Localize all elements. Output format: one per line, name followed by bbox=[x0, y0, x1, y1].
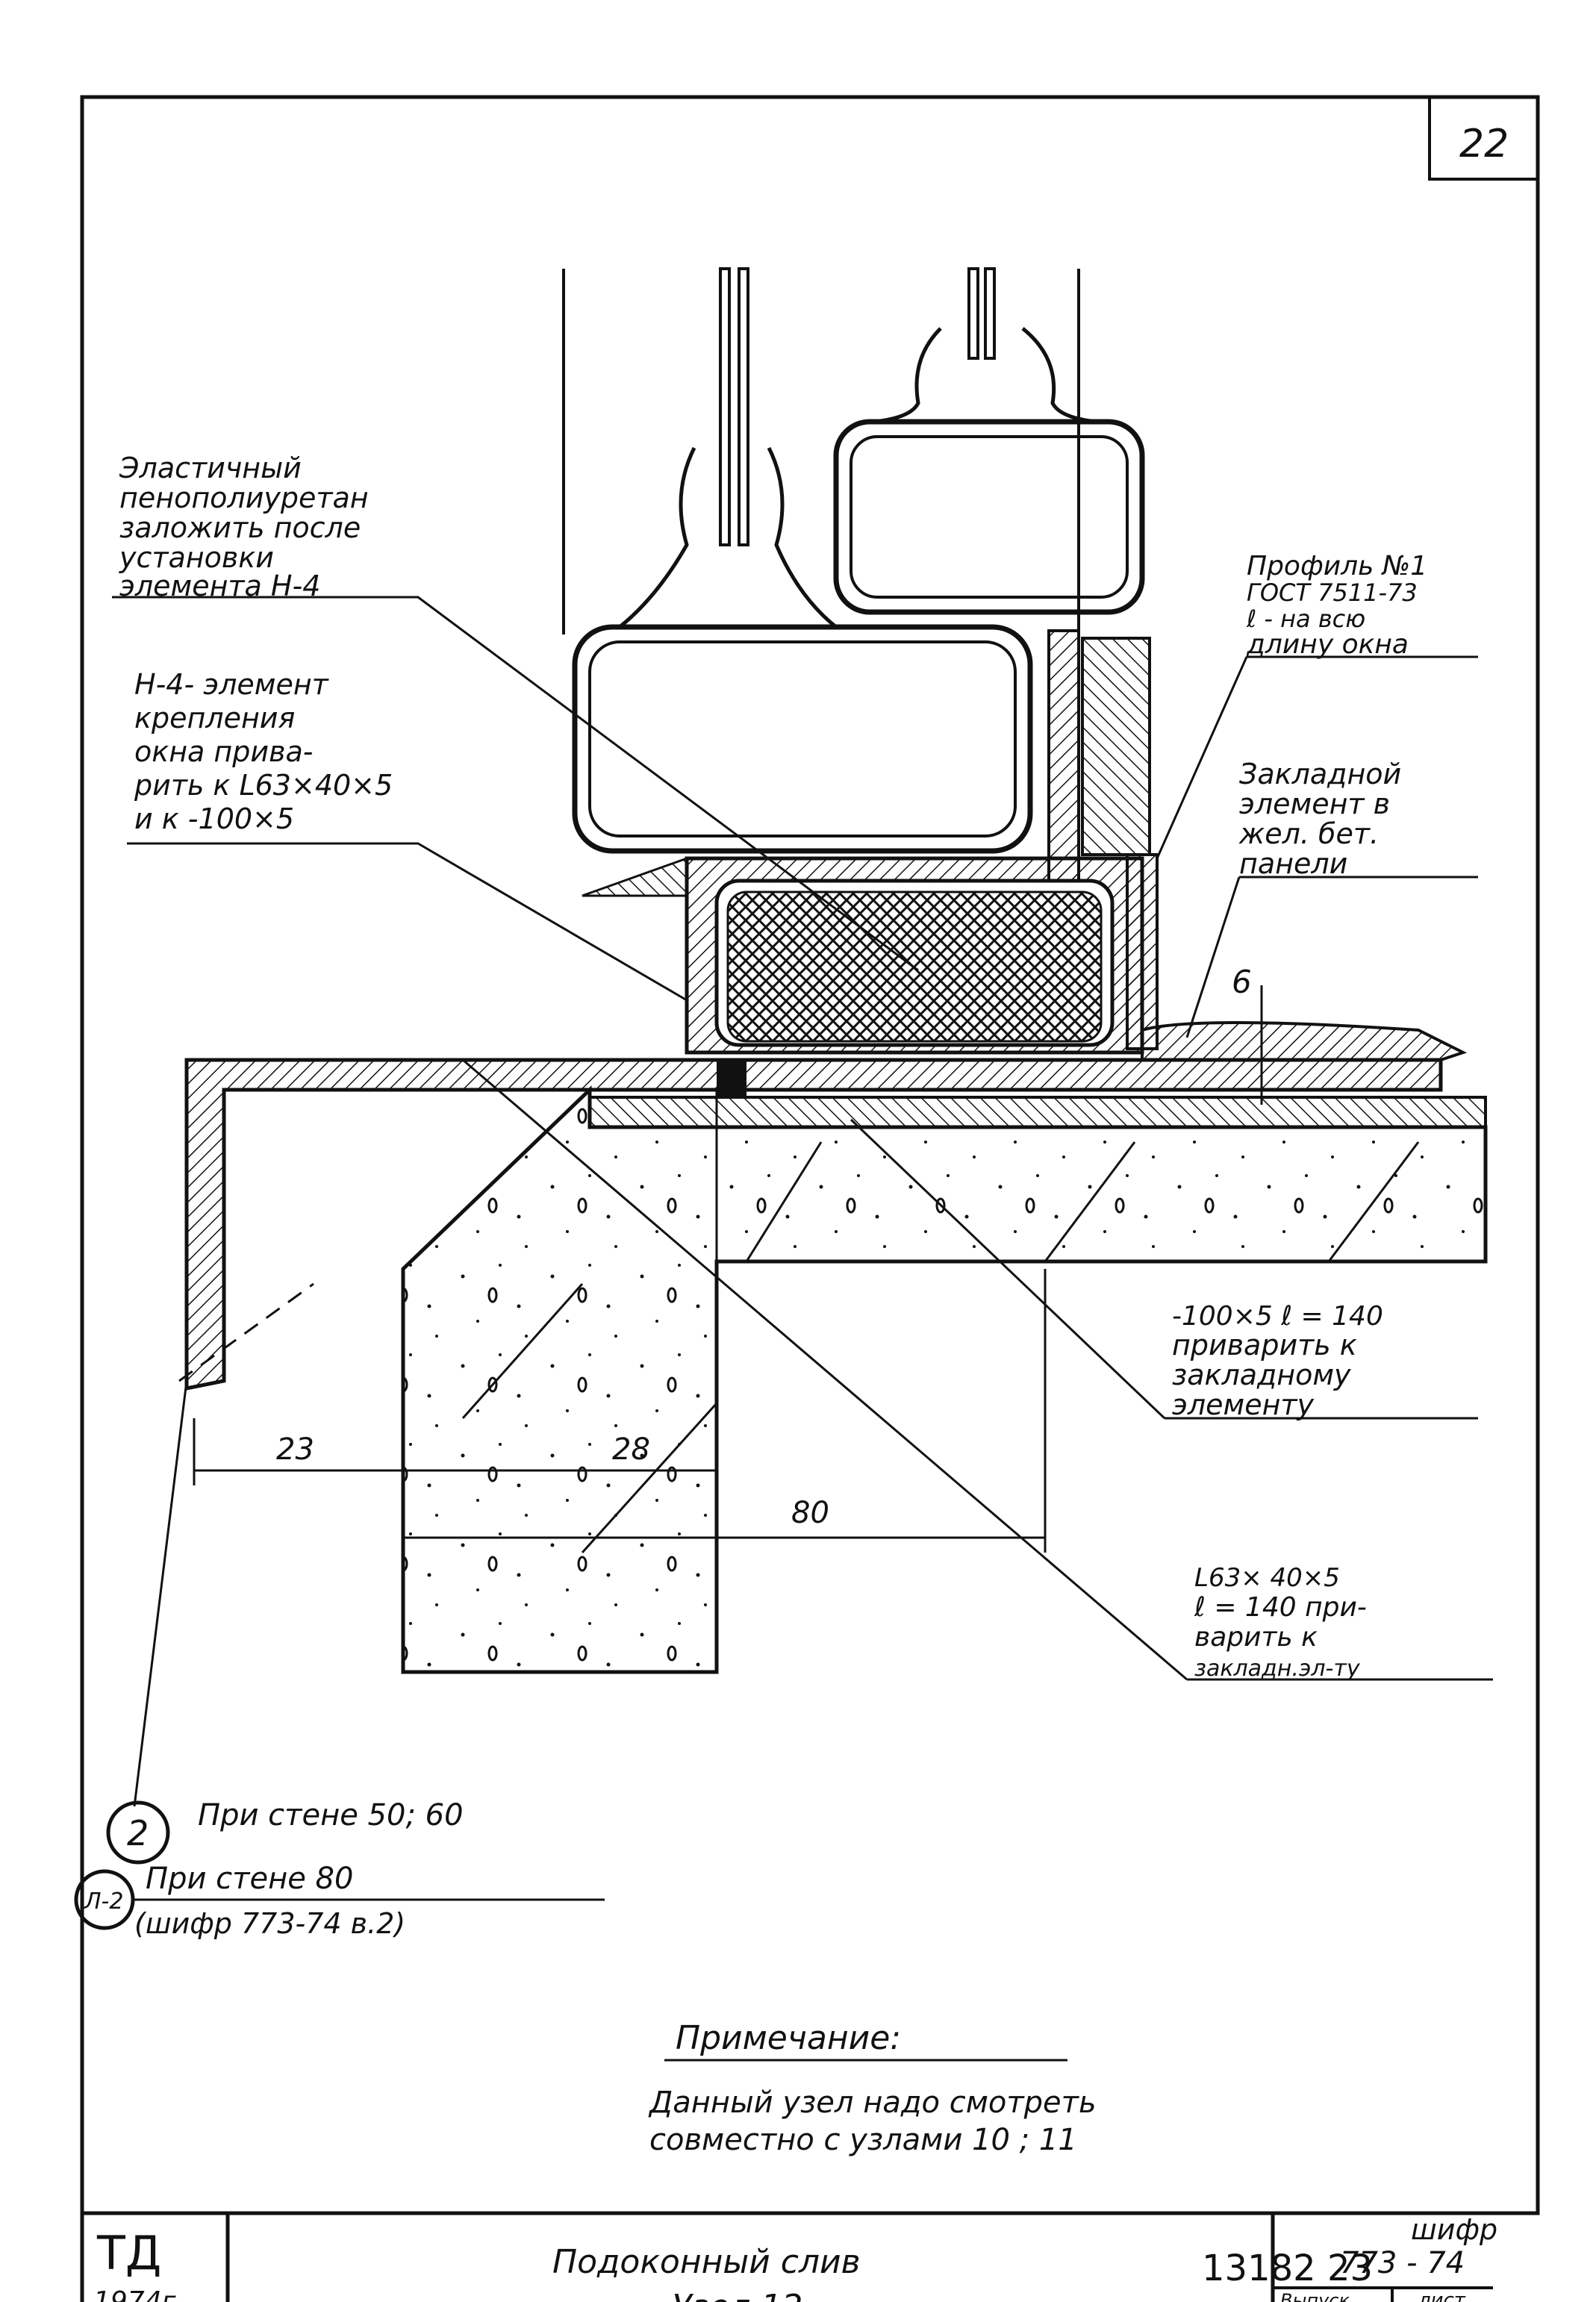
callout-text: При стене 50; 60 bbox=[198, 1798, 464, 1832]
profile-line: ℓ - на всю bbox=[1246, 605, 1365, 633]
profile-line: ГОСТ 7511-73 bbox=[1247, 578, 1418, 607]
plate-line: приварить к bbox=[1172, 1329, 1357, 1361]
plate-line: -100×5 ℓ = 140 bbox=[1172, 1301, 1383, 1332]
plate-line: элементу bbox=[1172, 1388, 1315, 1421]
note-block: Примечание: Данный узел надо смотреть со… bbox=[648, 2019, 1097, 2157]
label-plate: -100×5 ℓ = 140 приварить к закладному эл… bbox=[1172, 1301, 1383, 1421]
dim-23: 23 bbox=[276, 1432, 314, 1467]
callout-mark: 2 bbox=[127, 1813, 149, 1853]
h4-line: рить к L63×40×5 bbox=[134, 769, 393, 802]
profile-line: Профиль №1 bbox=[1247, 551, 1427, 581]
angle-line: варить к bbox=[1194, 1622, 1318, 1653]
plate-100x5 bbox=[588, 1096, 1487, 1129]
sheet-label: лист bbox=[1418, 2289, 1466, 2302]
title-line-1: Подоконный слив bbox=[552, 2243, 861, 2281]
code-label: шифр bbox=[1411, 2213, 1497, 2246]
foam-line: элемента Н-4 bbox=[119, 570, 320, 602]
year: 1974г. bbox=[93, 2286, 184, 2302]
callout-2: 2 При стене 50; 60 bbox=[106, 1798, 464, 1865]
title-line-2: Узел 12. bbox=[672, 2288, 813, 2302]
h4-element bbox=[685, 856, 1144, 1055]
plate-line: закладному bbox=[1172, 1359, 1351, 1391]
code: 773 - 74 bbox=[1340, 2246, 1465, 2280]
foam-line: установки bbox=[119, 541, 274, 574]
title-block: ТД 1974г. Подоконный слив Узел 12. шифр … bbox=[80, 2211, 1538, 2302]
angle-line: закладн.эл-ту bbox=[1194, 1656, 1361, 1682]
embedded-line: панели bbox=[1239, 847, 1347, 880]
label-foam: Эластичный пенополиуретан заложить после… bbox=[119, 452, 369, 602]
dimension-lines bbox=[193, 985, 1263, 1553]
h4-line: Н-4- элемент bbox=[134, 668, 330, 701]
label-embedded: Закладной элемент в жел. бет. панели bbox=[1238, 758, 1401, 880]
leader-lines bbox=[112, 596, 1493, 1807]
dim-6-label: 6 bbox=[1232, 964, 1252, 1000]
foam-line: пенополиуретан bbox=[119, 481, 369, 514]
embedded-line: Закладной bbox=[1239, 758, 1401, 790]
label-profile: Профиль №1 ГОСТ 7511-73 ℓ - на всю длину… bbox=[1246, 551, 1427, 660]
note-line: совместно с узлами 10 ; 11 bbox=[649, 2123, 1077, 2157]
embedded-line: жел. бет. bbox=[1238, 817, 1379, 850]
embedded-line: элемент в bbox=[1239, 787, 1390, 820]
h4-line: крепления bbox=[134, 702, 295, 734]
callout-sub: (шифр 773-74 в.2) bbox=[134, 1907, 405, 1940]
label-angle: L63× 40×5 ℓ = 140 при- варить к закладн.… bbox=[1194, 1563, 1367, 1682]
profile-line: длину окна bbox=[1246, 629, 1409, 660]
callout-text: При стене 80 bbox=[146, 1862, 353, 1896]
archive-number: 13182 23 bbox=[1202, 2248, 1373, 2289]
issue-label: Выпуск bbox=[1280, 2290, 1350, 2302]
note-line: Данный узел надо смотреть bbox=[648, 2086, 1097, 2120]
callout-l2: Л-2 При стене 80 (шифр 773-74 в.2) bbox=[74, 1862, 605, 1940]
label-h4: Н-4- элемент крепления окна прива- рить … bbox=[134, 668, 393, 835]
sheet-number-top: 22 bbox=[1459, 122, 1509, 166]
note-heading: Примечание: bbox=[676, 2019, 901, 2057]
foam-line: заложить после bbox=[119, 511, 361, 544]
foam-line: Эластичный bbox=[119, 452, 302, 484]
angle-line: ℓ = 140 при- bbox=[1194, 1592, 1367, 1623]
angle-line: L63× 40×5 bbox=[1194, 1563, 1340, 1593]
dim-28: 28 bbox=[612, 1432, 650, 1467]
window-sash-profile bbox=[562, 267, 1145, 854]
h4-line: окна прива- bbox=[134, 735, 313, 768]
dim-80: 80 bbox=[791, 1496, 829, 1530]
org-mark: ТД bbox=[96, 2226, 161, 2280]
callout-mark: Л-2 bbox=[84, 1888, 123, 1915]
sealant-left bbox=[582, 856, 688, 897]
h4-line: и к -100×5 bbox=[134, 802, 294, 835]
